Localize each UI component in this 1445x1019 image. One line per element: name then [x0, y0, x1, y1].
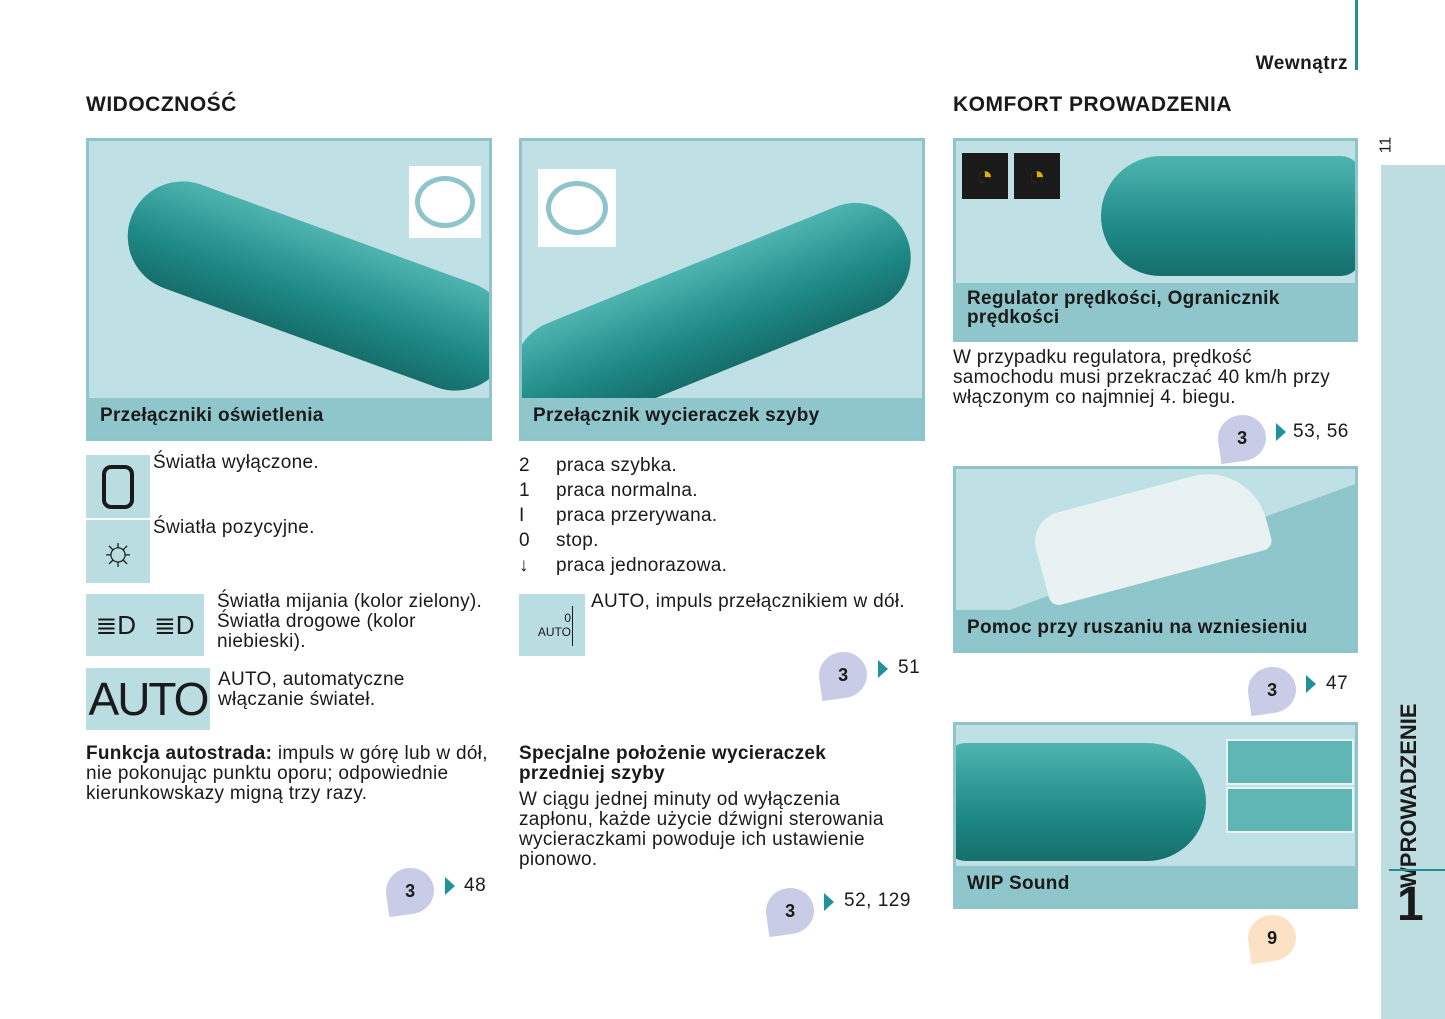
ref-pages[interactable]: 53, 56 [1293, 421, 1349, 442]
lights-off-icon [86, 455, 150, 518]
comfort-heading: KOMFORT PROWADZENIA [953, 93, 1232, 116]
chapter-tab[interactable]: WPROWADZENIE 1 [1381, 165, 1445, 1019]
steering-wheel-icon [409, 166, 481, 238]
sidelights-icon: ☼ [86, 520, 150, 583]
position-label: stop. [556, 530, 599, 551]
headlights-icon: ≣D≣D [86, 594, 204, 656]
chapter-ref-badge[interactable]: 3 [816, 648, 870, 702]
cruise-control-icon: ◔ [962, 153, 1008, 199]
chapter-ref-badge[interactable]: 3 [383, 864, 437, 918]
auto-lights-text: AUTO, automatyczne włączanie świateł. [218, 669, 405, 710]
wiper-position: 0 stop. [519, 528, 727, 553]
wip-sound-illustration: WIP Sound [953, 722, 1358, 909]
chapter-title: WPROWADZENIE [1396, 703, 1421, 888]
section-title: Wewnątrz [1255, 53, 1348, 74]
position-key: 0 [519, 530, 530, 551]
headlights-text: Światła mijania (kolor zielony). Światła… [217, 591, 483, 652]
ref-pages[interactable]: 47 [1326, 673, 1349, 694]
motorway-label: Funkcja autostrada: [86, 743, 273, 764]
position-key: I [519, 505, 525, 526]
arrow-right-icon [824, 893, 834, 911]
position-label: praca jednorazowa. [556, 555, 728, 576]
lighting-stalk-illustration: Przełączniki oświetlenia [86, 138, 492, 441]
position-key: 1 [519, 480, 530, 501]
lighting-caption: Przełączniki oświetlenia [89, 398, 489, 438]
ref-pages[interactable]: 52, 129 [844, 890, 911, 911]
chapter-ref-badge[interactable]: 9 [1245, 911, 1299, 965]
ref-chapter: 3 [784, 900, 796, 921]
arrow-right-icon [878, 660, 888, 678]
page-number: 11 [1377, 136, 1395, 154]
ref-chapter: 3 [1236, 427, 1248, 448]
cruise-control-illustration: ◔ ◔ Regulator prędkości, Ogranicznik prę… [953, 138, 1358, 342]
ref-pages[interactable]: 51 [898, 657, 921, 678]
auto-wipe-bottom: AUTO [537, 625, 571, 639]
ref-chapter: 3 [1266, 679, 1278, 700]
motorway-function-text: Funkcja autostrada: impuls w górę lub w … [86, 744, 491, 804]
wiper-position: 1 praca normalna. [519, 478, 727, 503]
position-key: 2 [519, 455, 530, 476]
speed-limiter-icon: ◔ [1014, 153, 1060, 199]
hill-assist-caption: Pomoc przy ruszaniu na wzniesieniu [956, 610, 1355, 650]
cruise-caption: Regulator prędkości, Ogranicznik prędkoś… [956, 283, 1355, 339]
sidelights-text: Światła pozycyjne. [153, 517, 315, 538]
position-label: praca normalna. [556, 480, 698, 501]
arrow-right-icon [1276, 423, 1286, 441]
wiper-caption: Przełącznik wycieraczek szyby [522, 398, 922, 438]
audio-unit [1226, 787, 1354, 833]
ref-chapter: 3 [404, 880, 416, 901]
audio-unit [1226, 739, 1354, 785]
arrow-right-icon [445, 877, 455, 895]
audio-stalk [956, 743, 1206, 861]
ref-chapter: 3 [837, 664, 849, 685]
auto-wipe-top: 0 [564, 611, 571, 625]
chapter-ref-badge[interactable]: 3 [763, 884, 817, 938]
position-label: praca przerywana. [556, 505, 718, 526]
header-divider [1355, 0, 1358, 70]
ref-pages[interactable]: 48 [464, 875, 487, 896]
chapter-divider [1389, 869, 1445, 871]
chapter-number: 1 [1397, 878, 1424, 931]
wiper-position: 2 praca szybka. [519, 453, 727, 478]
lights-off-text: Światła wyłączone. [153, 452, 319, 473]
position-label: praca szybka. [556, 455, 678, 476]
wiper-stalk-illustration: Przełącznik wycieraczek szyby [519, 138, 925, 441]
position-key: ↓ [519, 555, 529, 576]
wip-sound-caption: WIP Sound [956, 866, 1355, 906]
hill-assist-illustration: Pomoc przy ruszaniu na wzniesieniu [953, 466, 1358, 653]
auto-wipe-text: AUTO, impuls przełącznikiem w dół. [591, 591, 905, 612]
cruise-stalk [1101, 156, 1355, 276]
visibility-heading: WIDOCZNOŚĆ [86, 93, 237, 116]
chapter-ref-badge[interactable]: 3 [1215, 411, 1269, 465]
cruise-text: W przypadku regulatora, prędkość samocho… [953, 347, 1331, 408]
auto-lights-icon: AUTO [86, 668, 210, 730]
chapter-ref-badge[interactable]: 3 [1245, 663, 1299, 717]
special-position-text: W ciągu jednej minuty od wyłączenia zapł… [519, 789, 884, 870]
special-position-title: Specjalne położenie wycieraczek przednie… [519, 743, 827, 784]
auto-wipe-icon: 0 AUTO [519, 594, 585, 656]
wiper-position: ↓ praca jednorazowa. [519, 553, 727, 578]
arrow-right-icon [1306, 675, 1316, 693]
ref-chapter: 9 [1266, 927, 1278, 948]
motorway-desc: impuls w górę lub w dół, nie pokonując p… [86, 743, 488, 804]
steering-wheel-icon [538, 169, 616, 247]
